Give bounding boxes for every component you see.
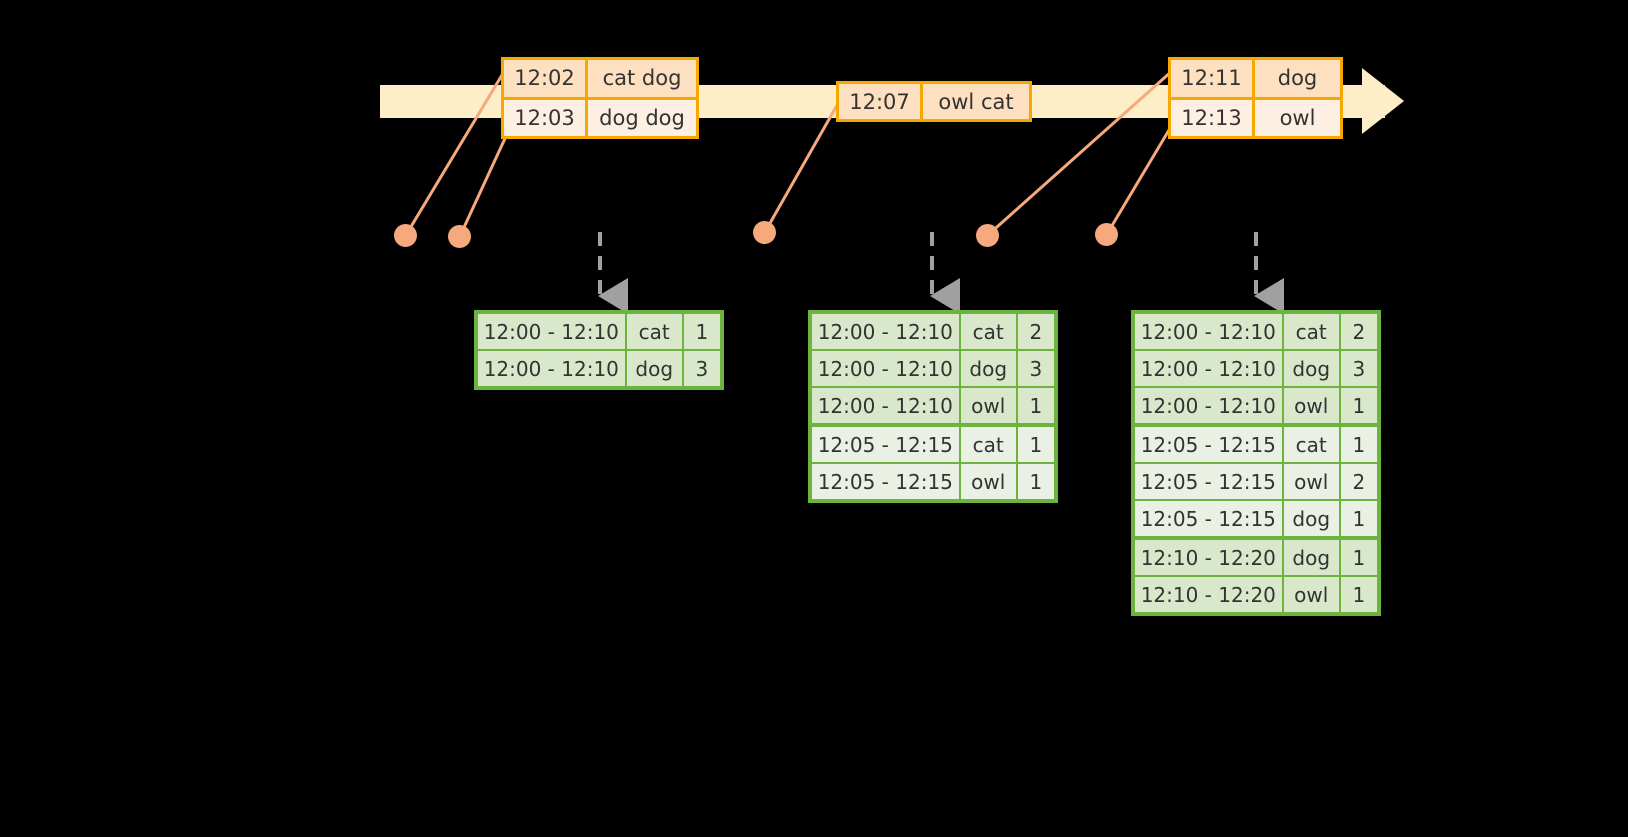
cell-key: cat [1283, 314, 1341, 349]
cell-key: cat [626, 314, 684, 349]
cell-window: 12:05 - 12:15 [1135, 501, 1284, 536]
cell-count: 1 [1340, 577, 1377, 612]
event-value: cat dog [588, 60, 696, 97]
cell-key: dog [1283, 501, 1341, 536]
cell-window: 12:00 - 12:10 [812, 314, 961, 349]
cell-count: 1 [1340, 501, 1377, 536]
event-value: owl cat [923, 84, 1029, 119]
cell-key: owl [960, 388, 1018, 423]
cell-count: 1 [1340, 427, 1377, 462]
cell-key: dog [626, 351, 684, 386]
cell-key: cat [960, 427, 1018, 462]
cell-count: 1 [1017, 388, 1054, 423]
cell-window: 12:05 - 12:15 [1135, 427, 1284, 462]
cell-window: 12:00 - 12:10 [478, 351, 627, 386]
cell-window: 12:00 - 12:10 [1135, 314, 1284, 349]
event-time: 12:13 [1171, 99, 1255, 136]
cell-key: dog [1283, 540, 1341, 575]
cell-key: dog [960, 351, 1018, 386]
event-box-3[interactable]: 12:11 dog 12:13 owl [1168, 57, 1343, 139]
dot-5 [1095, 223, 1118, 246]
cell-key: cat [960, 314, 1018, 349]
cell-count: 2 [1017, 314, 1054, 349]
cell-count: 1 [1017, 464, 1054, 499]
event-box-1[interactable]: 12:02 cat dog 12:03 dog dog [501, 57, 699, 139]
cell-count: 1 [1340, 540, 1377, 575]
cell-window: 12:05 - 12:15 [812, 427, 961, 462]
event-time: 12:11 [1171, 60, 1255, 97]
event-value: dog [1255, 60, 1340, 97]
cell-window: 12:00 - 12:10 [812, 388, 961, 423]
event-row[interactable]: 12:11 dog [1171, 60, 1340, 97]
dot-4 [976, 224, 999, 247]
cell-key: owl [1283, 464, 1341, 499]
cell-window: 12:05 - 12:15 [1135, 464, 1284, 499]
event-time: 12:03 [504, 99, 588, 136]
event-row[interactable]: 12:03 dog dog [504, 96, 696, 136]
cell-key: cat [1283, 427, 1341, 462]
cell-count: 3 [683, 351, 720, 386]
event-box-2[interactable]: 12:07 owl cat [836, 81, 1032, 122]
cell-count: 1 [1340, 388, 1377, 423]
cell-key: owl [1283, 577, 1341, 612]
cell-window: 12:00 - 12:10 [812, 351, 961, 386]
cell-count: 1 [1017, 427, 1054, 462]
cell-count: 3 [1340, 351, 1377, 386]
dot-1 [394, 224, 417, 247]
cell-count: 3 [1017, 351, 1054, 386]
cell-window: 12:00 - 12:10 [478, 314, 627, 349]
cell-window: 12:05 - 12:15 [812, 464, 961, 499]
cell-window: 12:10 - 12:20 [1135, 577, 1284, 612]
event-value: owl [1255, 99, 1340, 136]
cell-window: 12:10 - 12:20 [1135, 540, 1284, 575]
cell-key: dog [1283, 351, 1341, 386]
event-time: 12:02 [504, 60, 588, 97]
event-time: 12:07 [839, 84, 923, 119]
event-row[interactable]: 12:07 owl cat [839, 84, 1029, 119]
dot-3 [753, 221, 776, 244]
cell-key: owl [960, 464, 1018, 499]
cell-key: owl [1283, 388, 1341, 423]
cell-window: 12:00 - 12:10 [1135, 388, 1284, 423]
event-row[interactable]: 12:13 owl [1171, 96, 1340, 136]
cell-window: 12:00 - 12:10 [1135, 351, 1284, 386]
event-row[interactable]: 12:02 cat dog [504, 60, 696, 97]
timeline-arrow-head [1362, 68, 1404, 134]
dot-2 [448, 225, 471, 248]
cell-count: 2 [1340, 314, 1377, 349]
cell-count: 2 [1340, 464, 1377, 499]
event-value: dog dog [588, 99, 696, 136]
cell-count: 1 [683, 314, 720, 349]
